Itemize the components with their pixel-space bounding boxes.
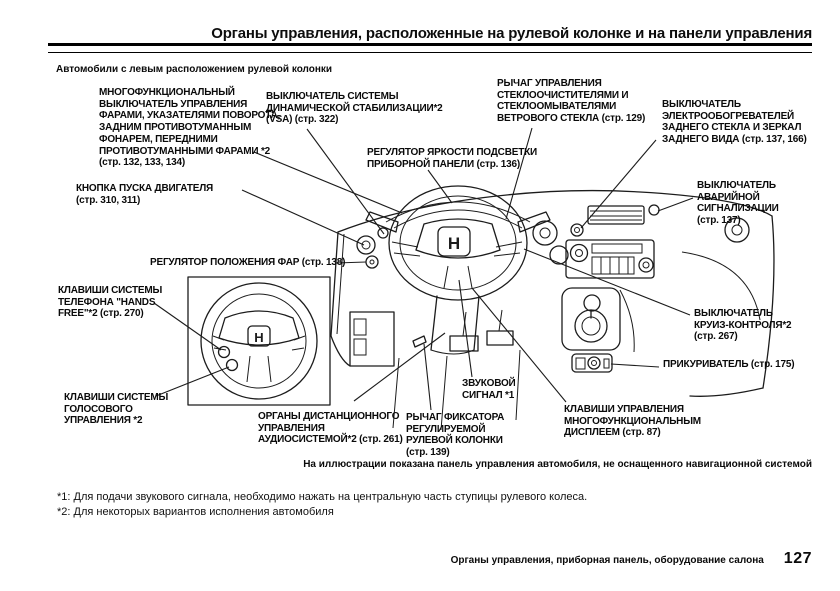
voice-button-icon [227,360,238,371]
title-rule [48,43,812,53]
handsfree-button-icon [219,347,230,358]
audio-unit-icon [566,240,654,278]
honda-logo-icon: H [448,234,460,253]
tilt-lever-icon [413,336,426,347]
label-tilt-lever: РЫЧАГ ФИКСАТОРА РЕГУЛИРУЕМОЙ РУЛЕВОЙ КОЛ… [406,412,505,459]
label-audio-remote-controls: ОРГАНЫ ДИСТАНЦИОННОГО УПРАВЛЕНИЯ АУДИОСИ… [258,411,403,446]
lighter-panel [572,354,612,372]
climate-knob-icon [533,221,557,245]
center-vent-icon [588,206,644,224]
label-headlight-leveler: РЕГУЛЯТОР ПОЛОЖЕНИЯ ФАР (стр. 138) [150,257,346,268]
label-wiper-washer-lever: РЫЧАГ УПРАВЛЕНИЯ СТЕКЛООЧИСТИТЕЛЯМИ И СТ… [497,78,646,125]
shifter-knob-icon [584,295,600,311]
label-display-keys: КЛАВИШИ УПРАВЛЕНИЯ МНОГОФУНКЦИОНАЛЬНЫМ Д… [564,404,701,439]
page-title: Органы управления, расположенные на руле… [211,25,812,42]
page-footer: Органы управления, приборная панель, обо… [451,550,812,568]
label-rear-defogger-switch: ВЫКЛЮЧАТЕЛЬ ЭЛЕКТРООБОГРЕВАТЕЛЕЙ ЗАДНЕГО… [662,99,807,146]
label-panel-brightness-control: РЕГУЛЯТОР ЯРКОСТИ ПОДСВЕТКИ ПРИБОРНОЙ ПА… [367,147,537,170]
label-multifunction-light-switch: МНОГОФУНКЦИОНАЛЬНЫЙ ВЫКЛЮЧАТЕЛЬ УПРАВЛЕН… [99,87,281,169]
label-voice-control-keys: КЛАВИШИ СИСТЕМЫ ГОЛОСОВОГО УПРАВЛЕНИЯ *2 [64,392,169,427]
label-hazard-switch: ВЫКЛЮЧАТЕЛЬ АВАРИЙНОЙ СИГНАЛИЗАЦИИ (стр.… [697,180,779,227]
steering-wheel: H [366,186,550,300]
label-vsa-switch: ВЫКЛЮЧАТЕЛЬ СИСТЕМЫ ДИНАМИЧЕСКОЙ СТАБИЛИ… [266,91,443,126]
accelerator-pedal-icon [487,331,513,345]
footnote-1: *1: Для подачи звукового сигнала, необхо… [57,491,588,503]
vsa-button-icon [378,228,388,238]
light-stalk-icon [366,212,398,232]
brake-pedal-icon [450,336,478,351]
inset-steering-wheel: H [188,277,330,405]
label-engine-start-button: КНОПКА ПУСКА ДВИГАТЕЛЯ (стр. 310, 311) [76,183,214,206]
label-cigarette-lighter: ПРИКУРИВАТЕЛЬ (стр. 175) [663,359,795,370]
footer-section-title: Органы управления, приборная панель, обо… [450,555,764,566]
footer-page-number: 127 [783,550,812,567]
label-handsfree-phone-keys: КЛАВИШИ СИСТЕМЫ ТЕЛЕФОНА "HANDS FREE"*2 … [58,285,163,320]
leveler-dial-icon [366,256,378,268]
lighter-socket-icon [588,357,600,369]
hazard-button-icon [649,205,659,215]
gear-shifter [562,288,634,352]
label-horn: ЗВУКОВОЙ СИГНАЛ *1 [462,378,516,401]
wiper-stalk-icon [518,212,550,232]
footnote-2: *2: Для некоторых вариантов исполнения а… [57,506,334,518]
inset-box [188,277,330,405]
engine-start-knob-icon [357,236,375,254]
steering-column-and-pedals [350,296,520,430]
defogger-button-icon [571,224,583,236]
label-cruise-control-switch: ВЫКЛЮЧАТЕЛЬ КРУИЗ-КОНТРОЛЯ*2 (стр. 267) [694,308,792,343]
page-subtitle: Автомобили с левым расположением рулевой… [56,64,333,75]
honda-logo-icon: H [254,330,263,345]
left-dash-buttons [357,228,388,268]
illustration-note: На иллюстрации показана панель управлени… [303,459,812,470]
